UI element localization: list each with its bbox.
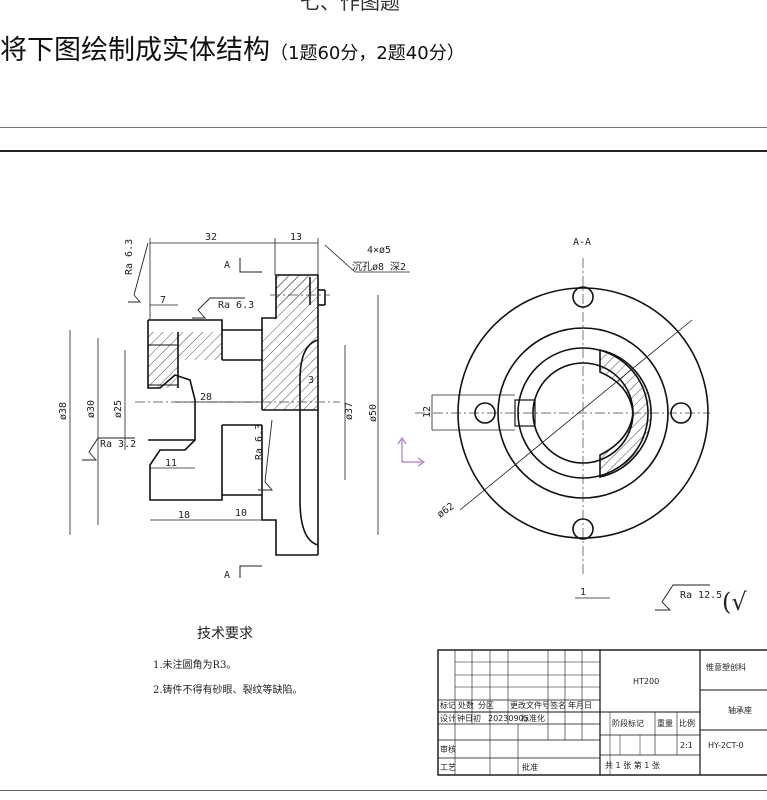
dim-10: 10: [235, 508, 247, 519]
section-mark-bottom: A: [224, 570, 230, 581]
section-label: A-A: [573, 237, 591, 248]
dim-28: 28: [200, 392, 212, 403]
dim-phi37: ø37: [344, 402, 355, 420]
tech-title: 技术要求: [197, 626, 253, 642]
dim-phi30: ø30: [86, 400, 97, 418]
dim-phi38: ø38: [58, 402, 69, 420]
section-view: [147, 274, 326, 556]
end-view: [457, 286, 709, 540]
question-main: 将下图绘制成实体结构: [0, 35, 270, 66]
tb-label-change: 更改文件号: [510, 700, 550, 710]
title-block: [437, 649, 767, 776]
question-title: 将下图绘制成实体结构（1题60分，2题40分）: [0, 28, 465, 67]
ra-3-2: Ra 3.2: [100, 439, 136, 450]
dim-12: 12: [422, 406, 433, 418]
tb-drawing-no: HY-2CT-0: [708, 741, 744, 750]
tb-label-count: 处数: [458, 700, 474, 710]
tb-stage: 阶段标记: [612, 718, 644, 728]
dim-phi50: ø50: [368, 404, 379, 422]
tech-note-1: 1.未注圆角为R3。: [153, 658, 236, 671]
dim-3: 3: [308, 375, 314, 386]
tb-approve: 批准: [522, 762, 538, 772]
tb-designer: 钟日初: [457, 713, 481, 723]
ra-6-3-a: Ra 6.3: [124, 239, 135, 275]
drawing-border-top: [0, 150, 767, 152]
question-score: （1题60分，2题40分）: [270, 43, 465, 64]
tb-company: 惟意塑创科: [706, 662, 746, 672]
section-mark-top: A: [224, 260, 230, 271]
tb-review: 审核: [440, 744, 456, 754]
tb-scale-label: 比例: [679, 718, 695, 728]
tb-sheets: 共 1 张 第 1 张: [605, 760, 660, 770]
divider: [0, 127, 767, 128]
general-finish-symbol: (√: [722, 588, 747, 616]
tb-part-name: 轴承座: [728, 705, 752, 715]
dim-32: 32: [205, 232, 217, 243]
dim-18: 18: [178, 510, 190, 521]
tb-process: 工艺: [440, 763, 456, 772]
dim-11: 11: [165, 458, 177, 469]
tb-label-mark: 标记: [440, 700, 456, 710]
tb-scale-value: 2:1: [680, 741, 693, 750]
dim-phi62: ø62: [435, 501, 456, 520]
dim-7: 7: [160, 295, 166, 306]
tb-label-date: 年月日: [568, 700, 592, 710]
tb-label-sign: 签名: [550, 700, 566, 710]
tb-standard: 标准化: [521, 713, 545, 723]
tb-date: 20230905: [488, 714, 529, 723]
cut-off-heading: 七、作图题: [300, 0, 400, 14]
drawing-border-bottom: [0, 790, 767, 791]
ra-6-3-b: Ra 6.3: [218, 300, 254, 311]
ra-6-3-c: Ra 6.3: [254, 424, 265, 460]
dim-13: 13: [290, 232, 302, 243]
ra-12-5: Ra 12.5: [680, 590, 722, 601]
dim-holes-a: 4×ø5: [367, 245, 391, 256]
dim-1: 1: [580, 587, 586, 598]
tb-material: HT200: [633, 677, 659, 686]
dim-holes-b: 沉孔ø8 深2: [352, 260, 406, 273]
tb-weight: 重量: [657, 718, 673, 728]
dim-phi25: ø25: [113, 400, 124, 418]
tb-label-zone: 分区: [478, 701, 494, 710]
tb-design: 设计: [440, 713, 456, 723]
tech-note-2: 2.铸件不得有砂眼、裂纹等缺陷。: [153, 683, 303, 696]
